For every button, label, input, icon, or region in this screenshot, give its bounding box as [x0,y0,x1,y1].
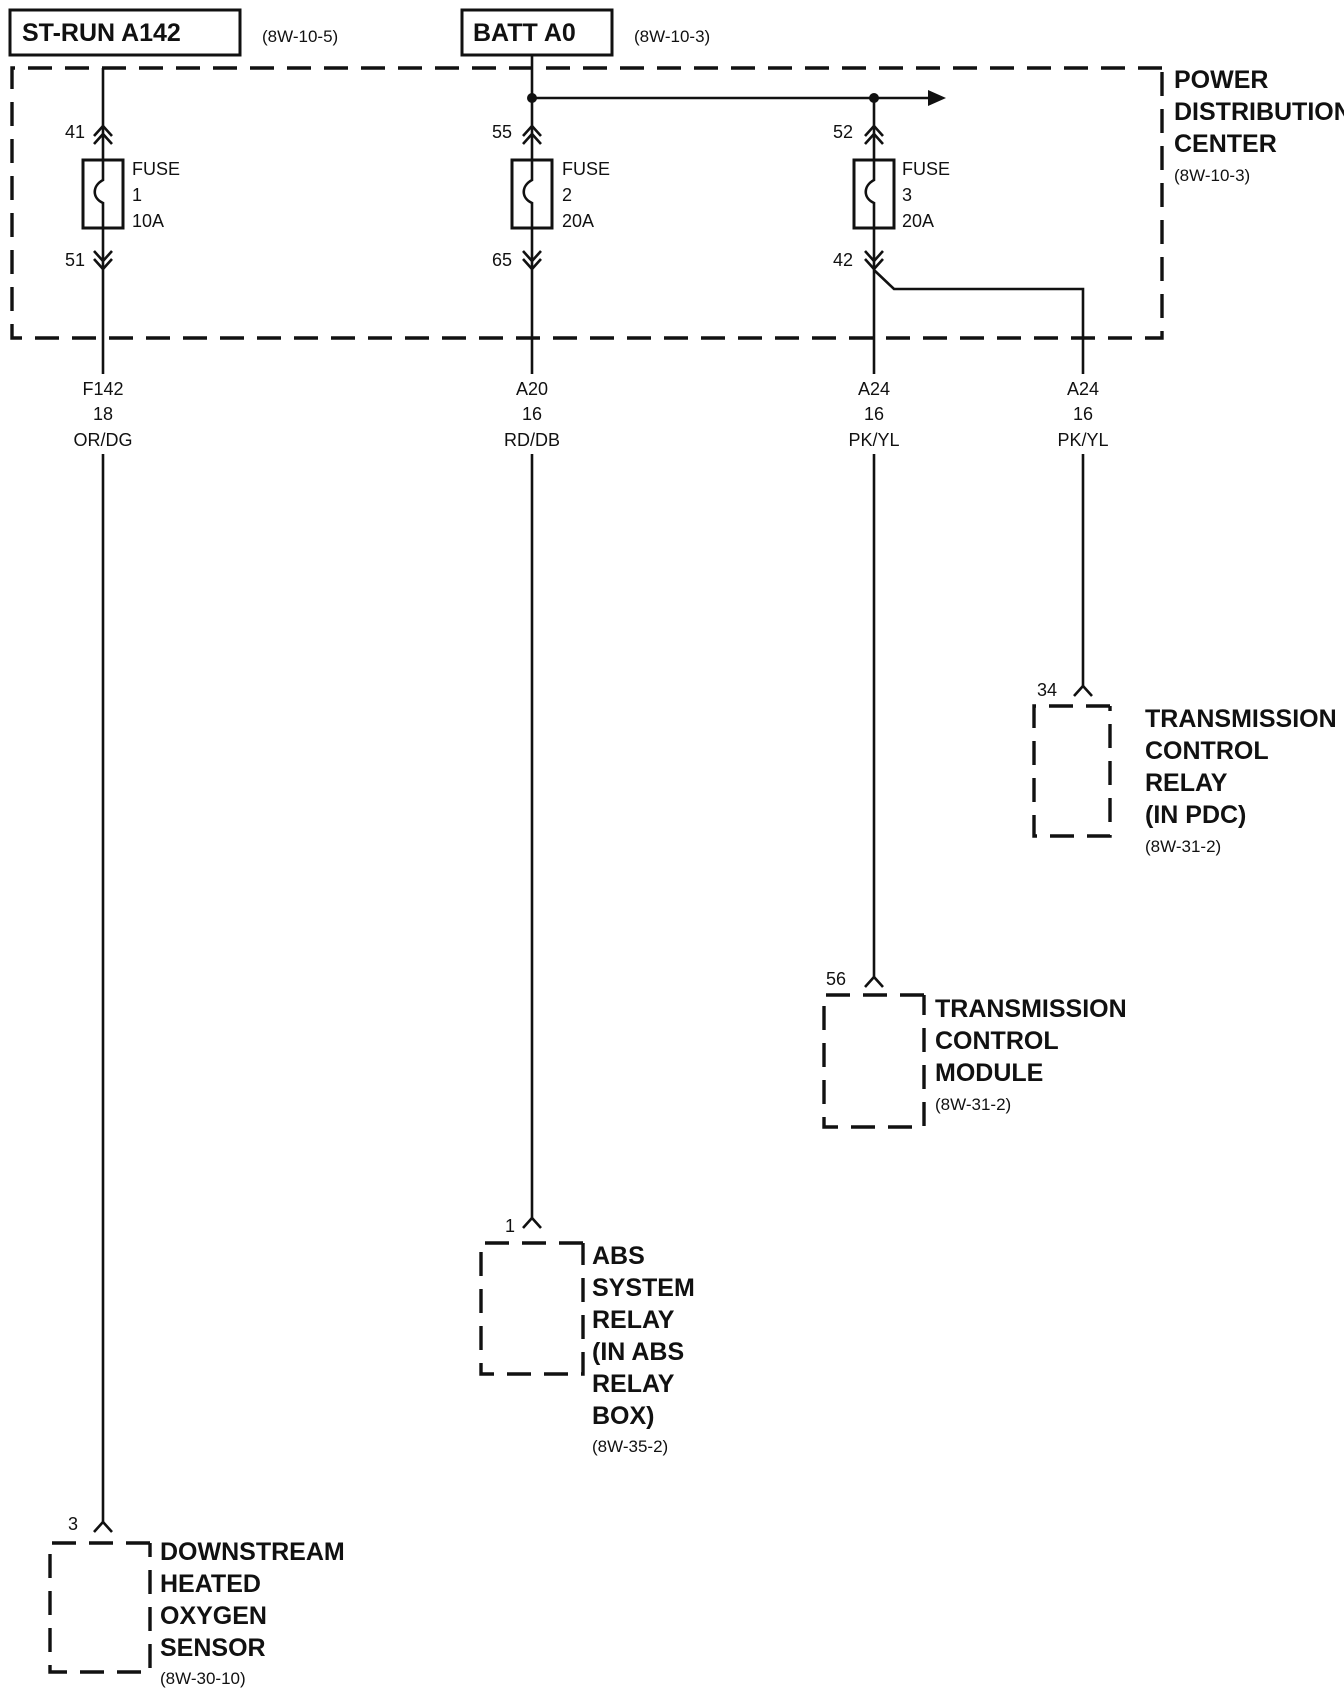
component-pin: 56 [826,969,846,989]
fuse-word: FUSE [132,159,180,179]
wire-lines [101,55,1085,1522]
component-dashed-box [48,1541,152,1674]
wire-circuit: A24 [858,379,890,399]
pdc-ref: (8W-10-3) [1174,166,1250,185]
connector-female-icon [93,124,113,145]
wire-gauge: 16 [1073,404,1093,424]
component-name-line: MODULE [935,1059,1043,1087]
connector-male-icon [93,250,113,271]
component-name-line: RELAY [1145,769,1228,797]
component-transmission-control-relay: 34 TRANSMISSION CONTROL RELAY (IN PDC) (… [1032,680,1337,856]
wire-color: RD/DB [504,430,560,450]
fuse-rating: 20A [902,211,934,231]
fuse-number: 3 [902,185,912,205]
wire-gauge: 16 [522,404,542,424]
wire-a24-relay [873,269,1085,686]
component-name-line: (IN PDC) [1145,801,1246,829]
component-name-line: RELAY [592,1370,675,1398]
component-name-line: TRANSMISSION [1145,705,1337,733]
fuse-pin-out: 51 [65,250,85,270]
component-name-line: ABS [592,1242,645,1270]
wire-label-a24-tcm: A24 16 PK/YL [831,374,917,454]
component-name-line: HEATED [160,1570,261,1598]
wire-circuit: A20 [516,379,548,399]
component-dashed-box [479,1241,585,1376]
fuse-word: FUSE [902,159,950,179]
fuse-pin-in: 55 [492,122,512,142]
component-name-line: DOWNSTREAM [160,1538,345,1566]
wire-gauge: 16 [864,404,884,424]
component-name-line: OXYGEN [160,1602,267,1630]
connector-male-icon [522,250,542,271]
fuse-pin-out: 65 [492,250,512,270]
fuse-element-icon [522,160,534,228]
component-ref: (8W-30-10) [160,1669,246,1688]
pdc-title-line: CENTER [1174,130,1277,158]
component-ref: (8W-31-2) [1145,837,1221,856]
source-batt-a0: BATT A0 (8W-10-3) [460,8,710,57]
pdc-title-line: POWER [1174,66,1268,94]
fuse-element-icon [864,160,876,228]
connector-pin-icon [1073,684,1093,697]
fuse-pin-in: 41 [65,122,85,142]
connector-pin-icon [522,1216,542,1229]
wire-color: PK/YL [1057,430,1108,450]
component-name-line: SYSTEM [592,1274,695,1302]
fuse-element-icon [93,160,105,228]
pdc-title-line: DISTRIBUTION [1174,98,1344,126]
source-ref: (8W-10-5) [262,27,338,46]
fuse-number: 2 [562,185,572,205]
component-pin: 3 [68,1514,78,1534]
component-dashed-box [822,993,926,1129]
component-name-line: TRANSMISSION [935,995,1127,1023]
wire-gauge: 18 [93,404,113,424]
wire-label-f142: F142 18 OR/DG [60,374,146,454]
component-pin: 1 [505,1216,515,1236]
component-pin: 34 [1037,680,1057,700]
fuse-3: 52 42 FUSE 3 20A [833,122,950,271]
fuse-rating: 10A [132,211,164,231]
component-transmission-control-module: 56 TRANSMISSION CONTROL MODULE (8W-31-2) [822,969,1127,1129]
source-label: BATT A0 [473,19,576,47]
source-box [8,8,242,57]
fuse-pin-in: 52 [833,122,853,142]
fuse-2: 55 65 FUSE 2 20A [492,122,610,271]
fuse-number: 1 [132,185,142,205]
component-name-line: SENSOR [160,1634,266,1662]
wire-color: PK/YL [848,430,899,450]
component-name-line: CONTROL [1145,737,1269,765]
component-ref: (8W-31-2) [935,1095,1011,1114]
pdc-dashed-outline [10,66,1164,340]
bus-continuation-arrow [928,90,946,106]
component-ref: (8W-35-2) [592,1437,668,1456]
source-ref: (8W-10-3) [634,27,710,46]
connector-female-icon [522,124,542,145]
fuse-rating: 20A [562,211,594,231]
component-name-line: RELAY [592,1306,675,1334]
fuse-word: FUSE [562,159,610,179]
wire-label-a24-relay: A24 16 PK/YL [1040,374,1126,454]
component-name-line: BOX) [592,1402,655,1430]
power-distribution-center: POWER DISTRIBUTION CENTER (8W-10-3) [10,66,1344,340]
wire-label-a20: A20 16 RD/DB [489,374,575,454]
component-name-line: (IN ABS [592,1338,684,1366]
component-abs-system-relay: 1 ABS SYSTEM RELAY (IN ABS RELAY BOX) (8… [479,1216,695,1456]
connector-pin-icon [864,975,884,988]
connector-female-icon [864,124,884,145]
source-label: ST-RUN A142 [22,19,181,47]
connector-male-icon [864,250,884,271]
wire-circuit: F142 [82,379,123,399]
source-st-run-a142: ST-RUN A142 (8W-10-5) [8,8,338,57]
wire-color: OR/DG [73,430,132,450]
component-name-line: CONTROL [935,1027,1059,1055]
wire-circuit: A24 [1067,379,1099,399]
component-downstream-heated-oxygen-sensor: 3 DOWNSTREAM HEATED OXYGEN SENSOR (8W-30… [48,1514,345,1688]
component-dashed-box [1032,704,1112,838]
source-box [460,8,614,57]
fuse-1: 41 51 FUSE 1 10A [65,122,180,271]
splice-dot [527,93,537,103]
fuse-pin-out: 42 [833,250,853,270]
connector-pin-icon [93,1520,113,1533]
